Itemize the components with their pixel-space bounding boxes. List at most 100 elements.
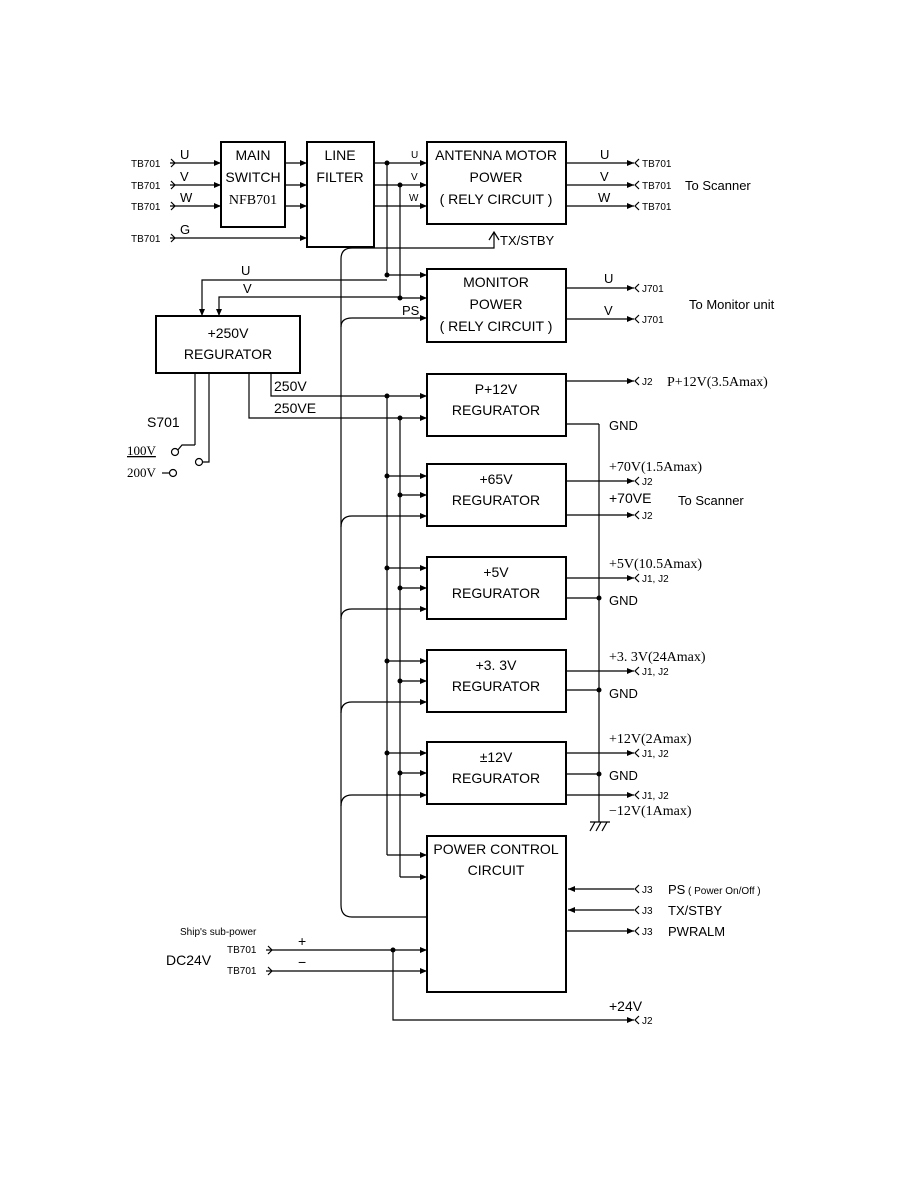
out-24: +24V <box>609 998 643 1014</box>
reg5-label-2: REGURATOR <box>452 585 540 601</box>
to-scanner-2: To Scanner <box>678 493 744 508</box>
ps-label: PS <box>402 303 420 318</box>
power-control-label-1: POWER CONTROL <box>433 841 558 857</box>
sub-power-label: Ship's sub-power <box>180 927 257 938</box>
txstby-ctrl-label: TX/STBY <box>668 903 723 918</box>
gnd-p12: GND <box>609 418 638 433</box>
out-5: +5V(10.5Amax) <box>609 557 702 572</box>
ps-ctrl-label: PS <box>668 882 686 897</box>
line-filter-block <box>306 141 375 248</box>
j3-txstby: J3 <box>642 906 653 917</box>
ant-out-w: W <box>598 190 611 205</box>
gnd-5: GND <box>609 593 638 608</box>
plus-label: + <box>298 933 306 949</box>
antenna-power-label-1: ANTENNA MOTOR <box>435 147 557 163</box>
reg250-label-1: +250V <box>208 325 250 341</box>
main-switch-label-2: SWITCH <box>225 169 280 185</box>
regp12-block <box>426 373 567 437</box>
connector-marks <box>170 158 640 1025</box>
antenna-motor-power-block <box>426 141 567 225</box>
monitor-power-block <box>426 268 567 343</box>
main-switch-label-1: MAIN <box>236 147 271 163</box>
mon-out-u: U <box>604 271 613 286</box>
gnd-33: GND <box>609 686 638 701</box>
j701-v: J701 <box>642 315 664 326</box>
monitor-power-label-1: MONITOR <box>463 274 529 290</box>
j1j2-5: J1, J2 <box>642 574 669 585</box>
wiring <box>162 160 634 1023</box>
reg12-label-1: ±12V <box>480 749 513 765</box>
j2-70: J2 <box>642 477 653 488</box>
reg33-block <box>426 649 567 713</box>
monitor-power-label-2: POWER <box>470 296 523 312</box>
j701-u: J701 <box>642 284 664 295</box>
reg5-block <box>426 556 567 620</box>
out-70: +70V(1.5Amax) <box>609 460 702 475</box>
j1j2-12m: J1, J2 <box>642 791 669 802</box>
out-70e: +70VE <box>609 490 651 506</box>
input-u: U <box>180 147 189 162</box>
reg12-block <box>426 741 567 805</box>
line-filter-label-2: FILTER <box>316 169 363 185</box>
reg12-label-2: REGURATOR <box>452 770 540 786</box>
out-12p: +12V(2Amax) <box>609 732 692 747</box>
j2-p12: J2 <box>642 377 653 388</box>
j2-24: J2 <box>642 1016 653 1027</box>
main-switch-label-3: NFB701 <box>229 193 277 208</box>
reg250-block <box>155 315 301 374</box>
out-33: +3. 3V(24Amax) <box>609 650 706 665</box>
filter-v: V <box>411 172 418 183</box>
j2-70e: J2 <box>642 511 653 522</box>
tb701-u: TB701 <box>131 159 161 170</box>
tb701-v: TB701 <box>131 181 161 192</box>
filter-u: U <box>411 150 418 161</box>
v250e-label: 250VE <box>274 400 316 416</box>
to-monitor: To Monitor unit <box>689 297 775 312</box>
j3-pwralm: J3 <box>642 927 653 938</box>
reg65-label-2: REGURATOR <box>452 492 540 508</box>
v250-label: 250V <box>274 378 307 394</box>
reg5-label-1: +5V <box>483 564 509 580</box>
pwralm-label: PWRALM <box>668 924 725 939</box>
to-scanner-1: To Scanner <box>685 178 751 193</box>
tb701-ant-v: TB701 <box>642 181 672 192</box>
gnd-12: GND <box>609 768 638 783</box>
power-control-label-2: CIRCUIT <box>468 862 525 878</box>
j3-ps: J3 <box>642 885 653 896</box>
j1j2-12p: J1, J2 <box>642 749 669 760</box>
tb701-minus: TB701 <box>227 966 257 977</box>
tb701-ant-u: TB701 <box>642 159 672 170</box>
ant-out-u: U <box>600 147 609 162</box>
out-12m: −12V(1Amax) <box>609 804 692 819</box>
tb701-g: TB701 <box>131 234 161 245</box>
s701-label: S701 <box>147 414 180 430</box>
bus-v: V <box>243 281 252 296</box>
monitor-power-label-3: ( RELY CIRCUIT ) <box>440 318 553 334</box>
v100-label: 100V <box>127 443 157 458</box>
tb701-plus: TB701 <box>227 945 257 956</box>
reg65-block <box>426 463 567 527</box>
reg250-label-2: REGURATOR <box>184 346 272 362</box>
filter-w: W <box>409 193 419 204</box>
main-switch-block <box>220 141 286 228</box>
j1j2-33: J1, J2 <box>642 667 669 678</box>
regp12-label-2: REGURATOR <box>452 402 540 418</box>
antenna-power-label-3: ( RELY CIRCUIT ) <box>440 191 553 207</box>
reg65-label-1: +65V <box>479 471 513 487</box>
power-control-block <box>426 835 567 993</box>
mon-out-v: V <box>604 303 613 318</box>
dc24v-label: DC24V <box>166 952 212 968</box>
minus-label: − <box>298 954 306 970</box>
tb701-w: TB701 <box>131 202 161 213</box>
reg33-label-2: REGURATOR <box>452 678 540 694</box>
bus-u: U <box>241 263 250 278</box>
input-w: W <box>180 190 193 205</box>
reg33-label-1: +3. 3V <box>476 657 518 673</box>
ps-note: ( Power On/Off ) <box>688 886 761 897</box>
ant-out-v: V <box>600 169 609 184</box>
tb701-ant-w: TB701 <box>642 202 672 213</box>
line-filter-label-1: LINE <box>324 147 355 163</box>
txstby-label: TX/STBY <box>500 233 555 248</box>
v200-label: 200V <box>127 465 157 480</box>
